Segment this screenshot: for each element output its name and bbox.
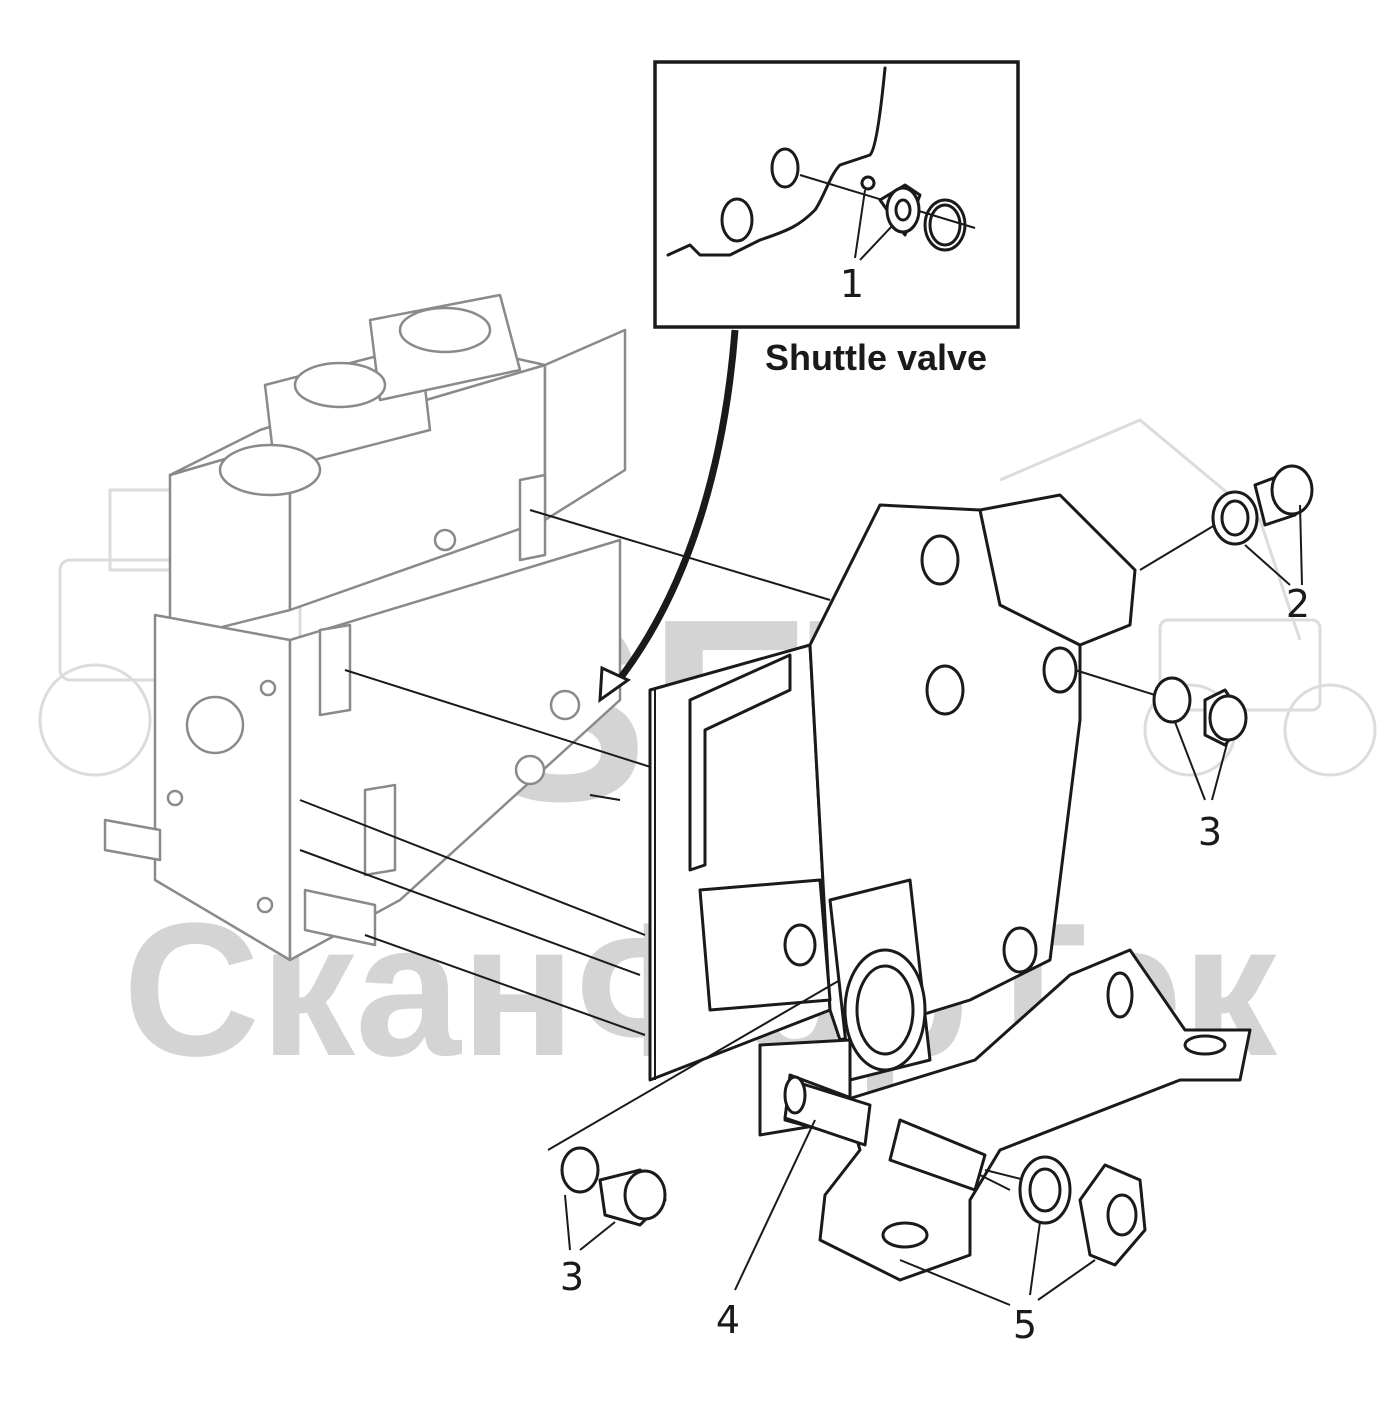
callouts: 2 3 3 4 5 [560, 582, 1310, 1347]
callout-3-right: 3 [1198, 810, 1222, 854]
callout-5: 5 [1013, 1303, 1037, 1347]
plug-2-group [1139, 464, 1314, 571]
inset-caption: Shuttle valve [765, 337, 987, 378]
leader-lines [564, 504, 1303, 1306]
assembly-lines [299, 509, 831, 1036]
pin-4 [783, 1075, 872, 1147]
shuttle-valve-inset: 1 [653, 60, 1020, 329]
callout-3-left: 3 [560, 1255, 584, 1299]
inset-callout-1: 1 [840, 262, 864, 306]
callout-2: 2 [1286, 582, 1310, 626]
inset-pointer-arrow [598, 329, 739, 704]
callout-4: 4 [716, 1298, 740, 1342]
watermark-tractor-right [999, 418, 1377, 777]
washer-and-nut-5 [984, 1155, 1147, 1267]
valve-block [103, 293, 627, 962]
inset-frame [653, 60, 1020, 329]
plug-3-left-group [547, 979, 841, 1227]
plug-3-right-group [1074, 669, 1248, 747]
